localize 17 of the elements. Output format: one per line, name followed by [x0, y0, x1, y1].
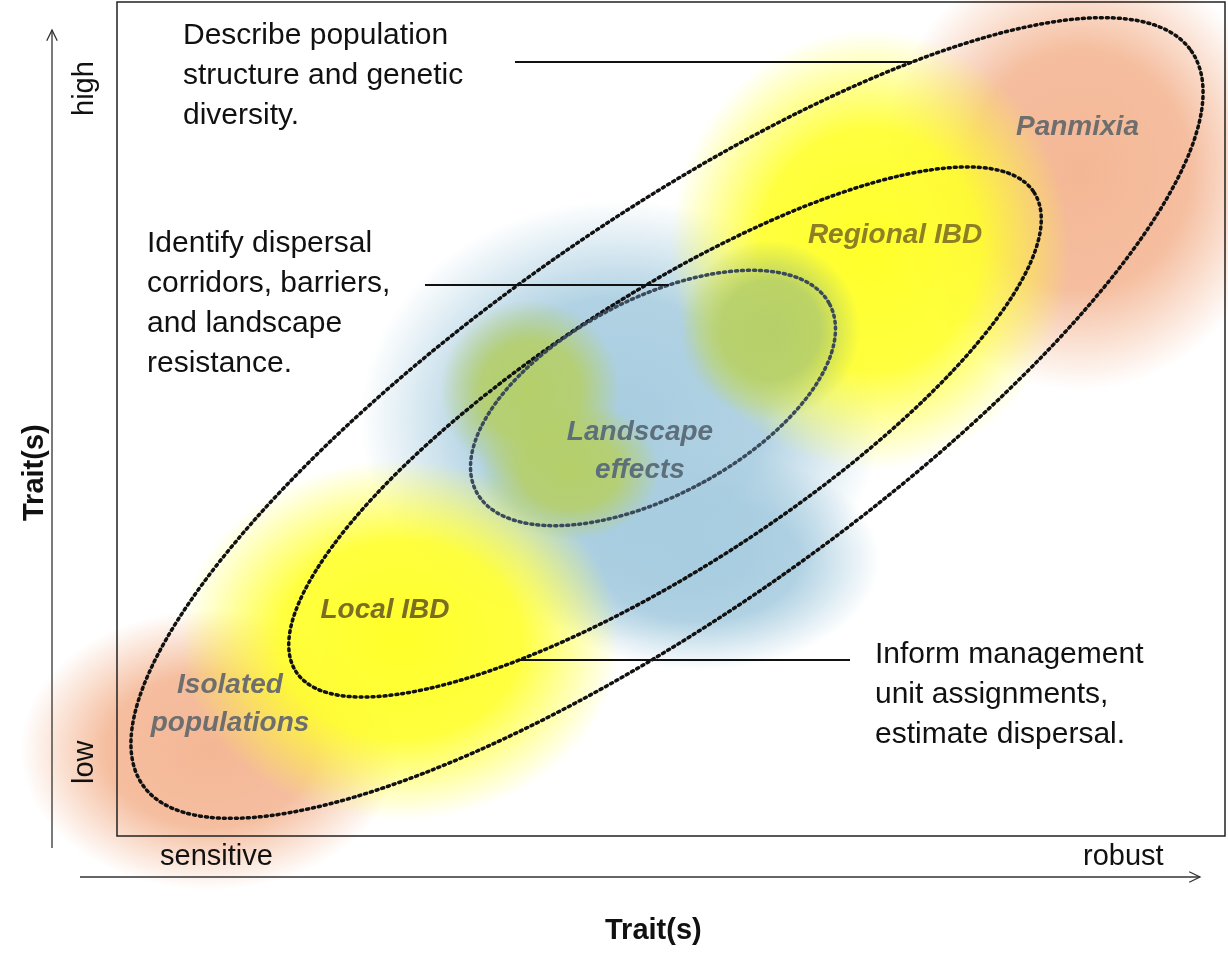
region-label: Isolated populations: [149, 667, 311, 739]
annotation-text: Describe population structure and genetic diversity.: [183, 14, 483, 134]
dotted-ellipse: [468, 268, 838, 528]
axis-tick-label: robust: [1083, 838, 1164, 872]
leader-line: [518, 659, 851, 662]
annotation-text: Identify dispersal corridors, barriers, and landscape resistance.: [147, 222, 432, 382]
annotation-text: Inform management unit assignments, estimate dispersal.: [875, 633, 1150, 753]
leader-line: [514, 60, 914, 63]
axis-title: Trait(s): [605, 912, 702, 946]
leader-line: [424, 284, 670, 286]
region-label: Local IBD: [319, 592, 451, 626]
region-label: Panmixia: [1015, 109, 1140, 143]
axis-tick-label: low: [66, 740, 100, 784]
axis-tick-label: high: [66, 60, 100, 116]
region-label: Regional IBD: [806, 217, 984, 251]
axis-title: Trait(s): [16, 423, 50, 521]
axis-tick-label: sensitive: [160, 838, 273, 872]
